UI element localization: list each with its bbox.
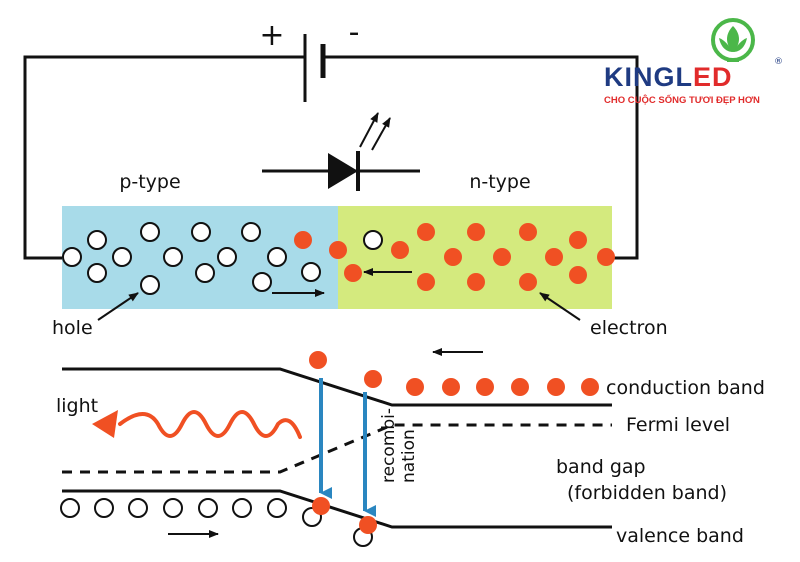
recombined-electron xyxy=(312,497,330,515)
electron xyxy=(309,351,327,369)
logo-brand-left: KINGL xyxy=(604,62,693,92)
hole xyxy=(195,263,215,283)
electron xyxy=(581,378,599,396)
hole xyxy=(163,498,183,518)
fermi-level-line xyxy=(62,423,612,474)
logo-tagline: CHO CUỘC SỐNG TƯƠI ĐẸP HƠN xyxy=(604,94,760,106)
electron xyxy=(442,378,460,396)
electron xyxy=(344,264,362,282)
logo-registered-mark: ® xyxy=(774,57,783,67)
hole xyxy=(128,498,148,518)
electron xyxy=(519,273,537,291)
valence-band-label: valence band xyxy=(616,525,744,547)
diode-icon xyxy=(262,151,420,191)
band-gap-label: band gap xyxy=(556,456,646,478)
hole-pointer-arrow xyxy=(97,292,139,321)
electron xyxy=(364,370,382,388)
electron xyxy=(519,223,537,241)
hole xyxy=(241,222,261,242)
forbidden-band-label: (forbidden band) xyxy=(567,482,727,504)
electron xyxy=(294,231,312,249)
electron xyxy=(417,273,435,291)
p-type-label: p-type xyxy=(119,171,180,193)
electron xyxy=(569,266,587,284)
electron xyxy=(511,378,529,396)
valence-band-line xyxy=(62,489,612,529)
hole xyxy=(267,247,287,267)
circuit-wire xyxy=(23,55,639,260)
electron-label: electron xyxy=(590,317,668,339)
electron xyxy=(493,248,511,266)
logo-brand-right: D xyxy=(712,62,733,92)
conduction-band-line xyxy=(62,367,612,407)
hole xyxy=(87,230,107,250)
battery-icon xyxy=(303,34,326,102)
hole xyxy=(267,498,287,518)
hole xyxy=(363,230,383,250)
hole xyxy=(163,247,183,267)
hole xyxy=(301,262,321,282)
electron xyxy=(545,248,563,266)
battery-plus-sign: + xyxy=(259,18,284,53)
electron xyxy=(547,378,565,396)
hole xyxy=(87,263,107,283)
fermi-level-label: Fermi level xyxy=(626,414,730,436)
hole xyxy=(252,272,272,292)
recombination-label-line2: nation xyxy=(399,429,419,483)
hole xyxy=(191,222,211,242)
logo-brand-e: E xyxy=(693,62,712,92)
light-arrowhead xyxy=(92,410,118,438)
light-wave-icon xyxy=(118,410,302,439)
light-label: light xyxy=(56,395,98,417)
hole xyxy=(198,498,218,518)
electrons-group xyxy=(294,223,615,291)
hole xyxy=(112,247,132,267)
electron xyxy=(329,241,347,259)
electron xyxy=(467,223,485,241)
recombination-label-line1: recombi- xyxy=(379,408,399,483)
electron xyxy=(444,248,462,266)
hole xyxy=(140,275,160,295)
n-type-label: n-type xyxy=(469,171,530,193)
hole xyxy=(94,498,114,518)
hole-label: hole xyxy=(52,317,93,339)
hole xyxy=(217,247,237,267)
kingled-logo-text: KINGLED xyxy=(604,62,733,92)
electron xyxy=(391,241,409,259)
battery-minus-sign: - xyxy=(349,15,360,50)
conduction-band-label: conduction band xyxy=(606,377,765,399)
hole xyxy=(140,222,160,242)
n-type-region xyxy=(338,206,612,309)
emitted-light-arrows-icon xyxy=(359,112,391,151)
electron xyxy=(467,273,485,291)
recombined-electron xyxy=(359,516,377,534)
kingled-lotus-icon xyxy=(711,18,755,62)
holes-group xyxy=(62,222,383,295)
electron-pointer-arrow xyxy=(539,292,581,321)
hole xyxy=(62,247,82,267)
electron xyxy=(476,378,494,396)
conduction-electrons xyxy=(309,351,599,396)
electron xyxy=(569,231,587,249)
hole xyxy=(60,498,80,518)
hole xyxy=(232,498,252,518)
electron xyxy=(417,223,435,241)
electron xyxy=(406,378,424,396)
electron xyxy=(597,248,615,266)
